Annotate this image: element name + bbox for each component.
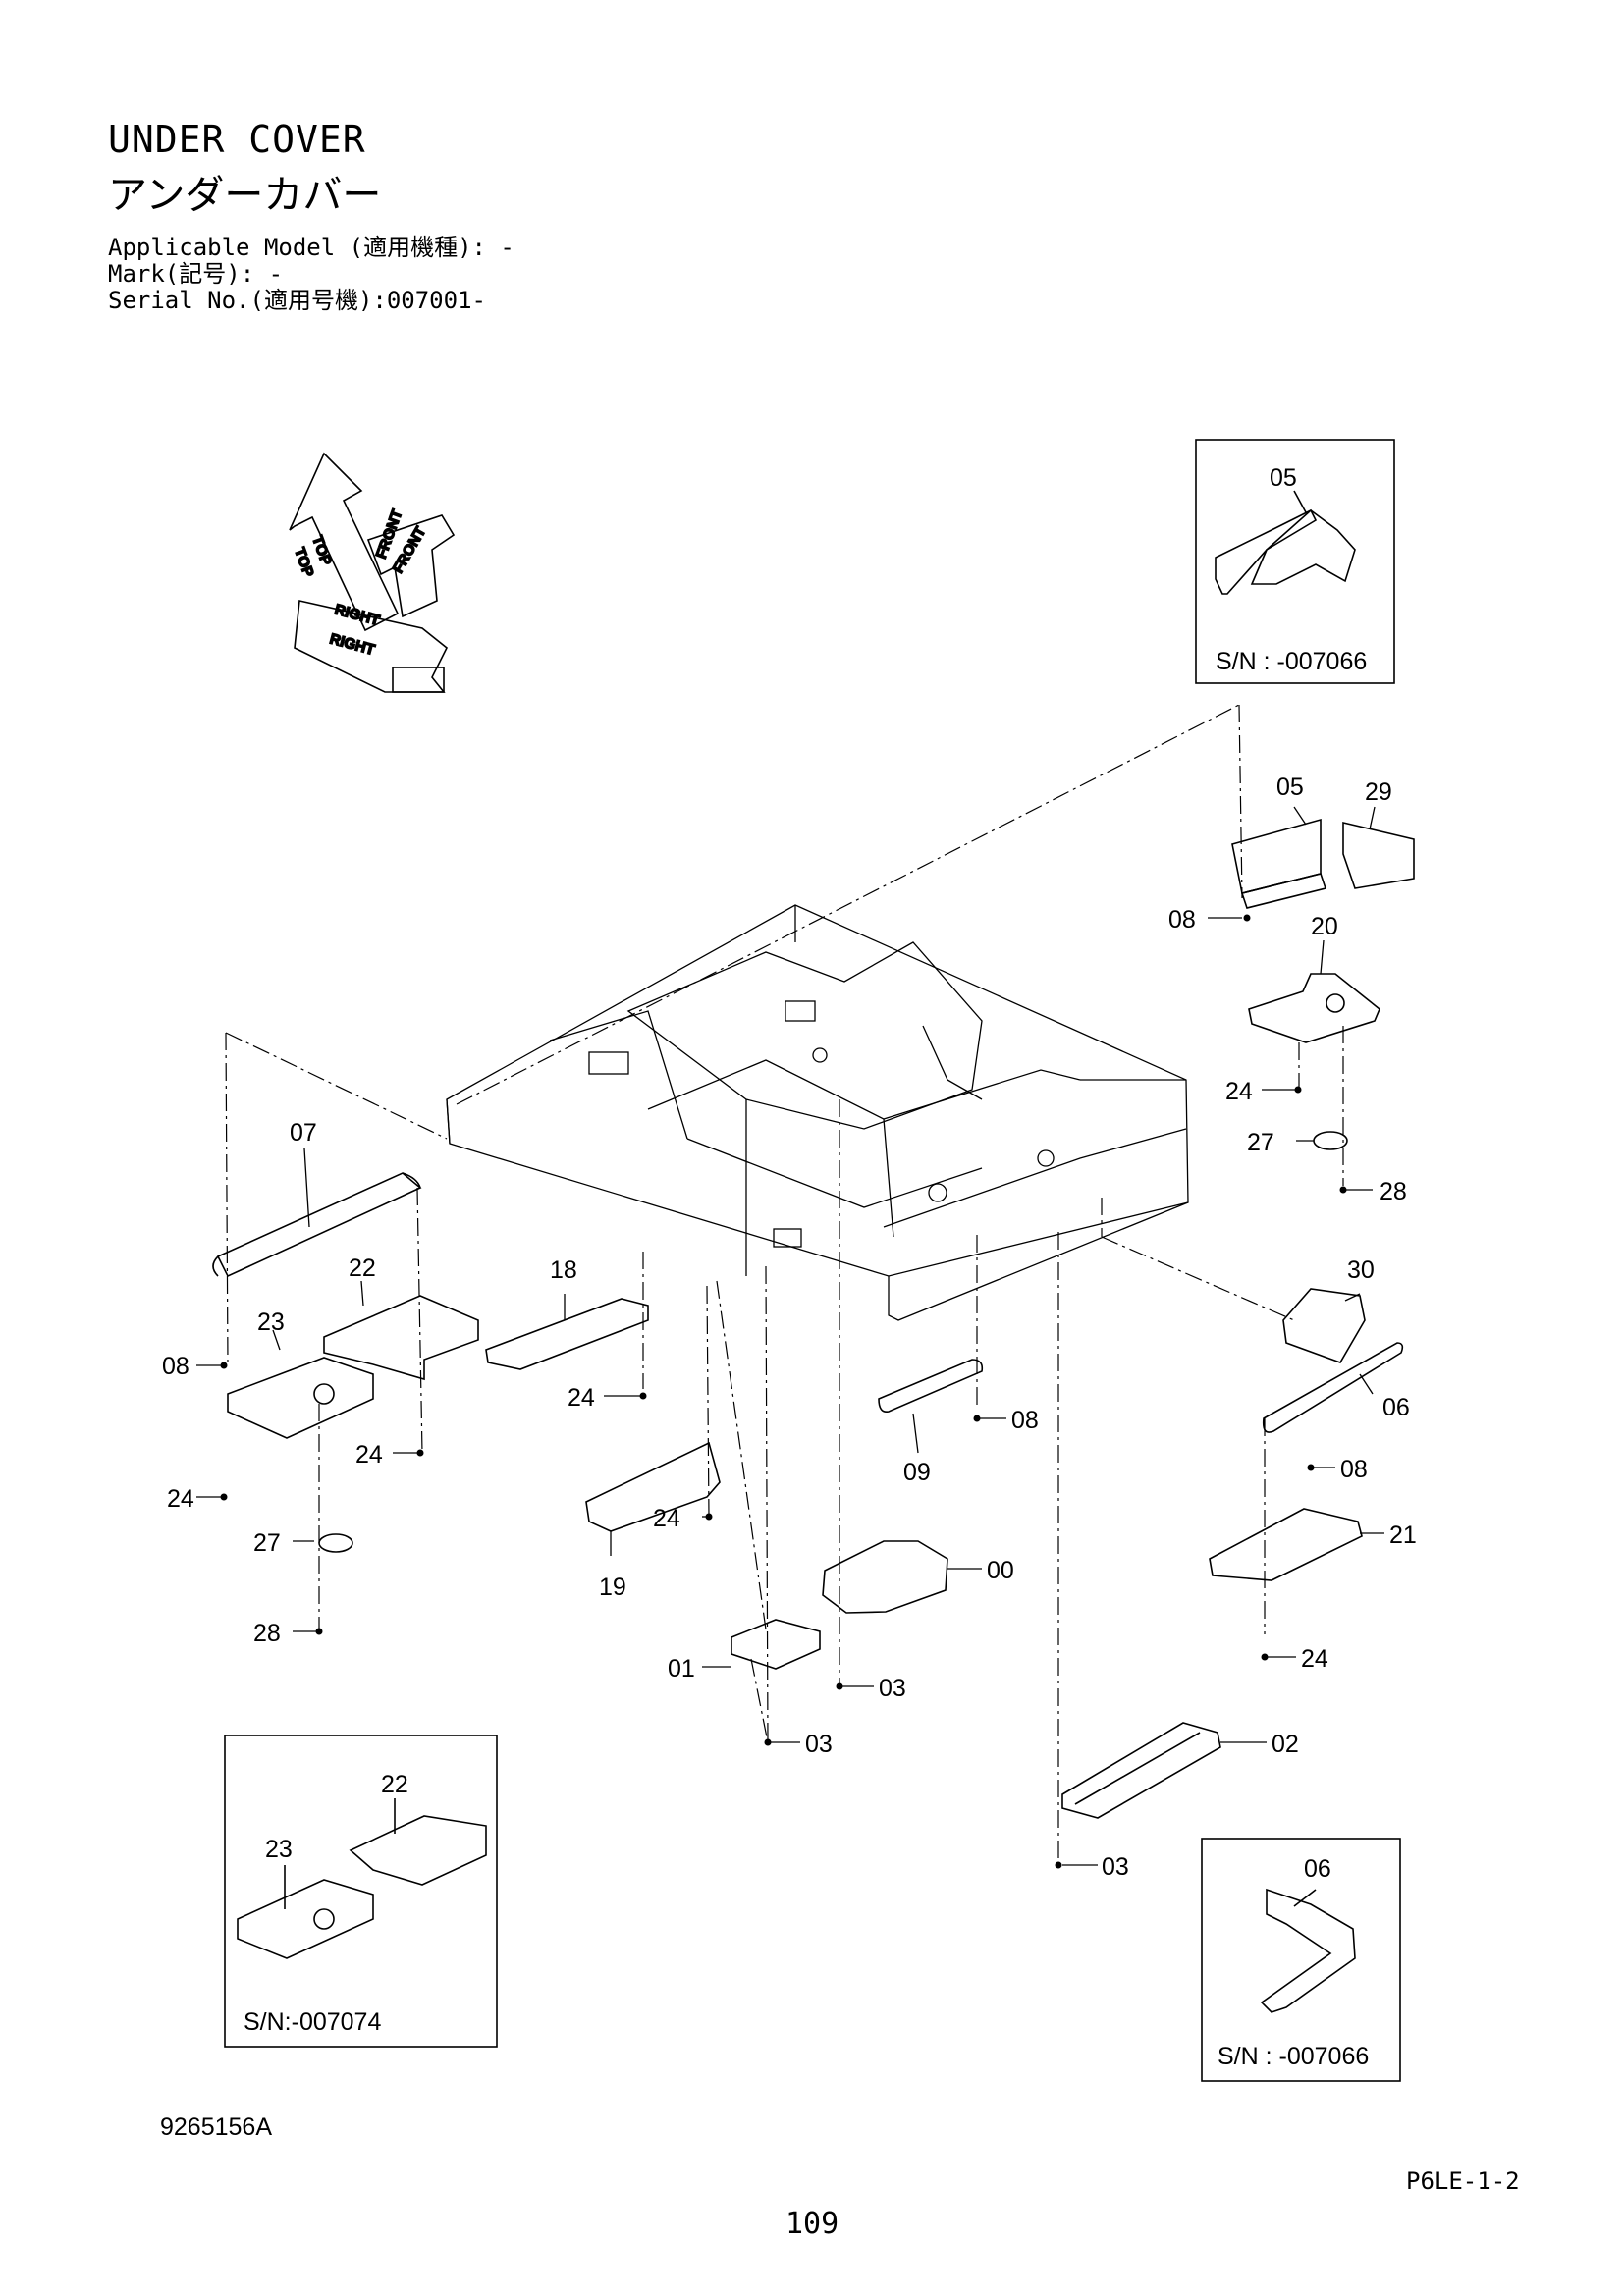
- page-title-jp: アンダーカバー: [108, 173, 382, 218]
- callout-20: 20: [1311, 913, 1338, 940]
- part-29-bracket: [1342, 821, 1415, 889]
- callout-27-left: 27: [253, 1529, 281, 1557]
- callout-30: 30: [1347, 1256, 1375, 1284]
- callout-19: 19: [599, 1574, 626, 1601]
- part-18-plate: [485, 1298, 649, 1370]
- callout-29: 29: [1365, 778, 1392, 806]
- reference-lines: [225, 704, 1344, 1860]
- callout-24-e: 24: [1301, 1645, 1328, 1673]
- callout-01: 01: [668, 1655, 695, 1682]
- applicable-model-line: Applicable Model (適用機種): -: [108, 234, 514, 261]
- callout-23: 23: [257, 1308, 285, 1336]
- orientation-label-right-2: RIGHT: [328, 630, 376, 659]
- part-05-bracket: [1231, 818, 1327, 909]
- part-09-channel: [878, 1359, 984, 1414]
- callout-28: 28: [1380, 1178, 1407, 1205]
- callout-22: 22: [349, 1255, 376, 1282]
- inset-bottom-right-part: 06: [1304, 1855, 1331, 1883]
- attachment-dots: [220, 914, 1347, 1869]
- callout-24-c: 24: [568, 1384, 595, 1412]
- callout-06: 06: [1382, 1394, 1410, 1421]
- callout-05: 05: [1276, 774, 1304, 801]
- callout-08: 08: [1168, 906, 1196, 934]
- leader-lines: [196, 806, 1384, 1866]
- mark-line: Mark(記号): -: [108, 260, 284, 288]
- inset-bottom-right-serial: S/N : -007066: [1218, 2043, 1369, 2070]
- inset-top-right-part: 05: [1270, 464, 1297, 492]
- drawing-number: 9265156A: [160, 2113, 273, 2141]
- serial-number-line: Serial No.(適用号機):007001-: [108, 287, 486, 314]
- callout-03-c: 03: [1102, 1853, 1129, 1881]
- part-20-plate: [1248, 973, 1380, 1043]
- part-01-plate: [731, 1619, 821, 1670]
- callout-18: 18: [550, 1256, 577, 1284]
- inset-box-bottom-right: 06 S/N : -007066: [1201, 1838, 1401, 2082]
- callout-03-b: 03: [805, 1731, 833, 1758]
- callout-24-d: 24: [653, 1505, 680, 1532]
- part-02-channel: [1061, 1722, 1221, 1819]
- part-21-plate: [1209, 1508, 1363, 1581]
- inset-box-top-right: 05 S/N : -007066: [1195, 439, 1395, 684]
- callout-09: 09: [903, 1459, 931, 1486]
- callout-00: 00: [987, 1557, 1014, 1584]
- callout-21: 21: [1389, 1522, 1417, 1549]
- callout-08-left: 08: [162, 1353, 189, 1380]
- part-22-23-plates: [227, 1295, 479, 1439]
- callout-24-a: 24: [355, 1441, 383, 1468]
- part-00-plate: [822, 1540, 948, 1614]
- callout-07: 07: [290, 1119, 317, 1147]
- page-title: UNDER COVER: [108, 118, 366, 161]
- callout-02: 02: [1272, 1731, 1299, 1758]
- orientation-label-right: RIGHT: [333, 601, 381, 629]
- callout-labels: 05 29 08 20 24 27 28 07 22 08 23 24 24 2…: [162, 774, 1417, 1881]
- part-07: [212, 1172, 422, 1278]
- callout-24: 24: [1225, 1078, 1253, 1105]
- part-06-channel: [1262, 1342, 1404, 1433]
- inset-bottom-left-part-23: 23: [265, 1836, 293, 1863]
- inset-bottom-left-part-22: 22: [381, 1771, 408, 1798]
- inset-bottom-left-serial: S/N:-007074: [244, 2008, 381, 2036]
- part-30-bracket: [1282, 1288, 1366, 1363]
- callout-03-a: 03: [879, 1675, 906, 1702]
- inset-box-bottom-left: 22 23 S/N:-007074: [224, 1735, 498, 2048]
- callout-28-left: 28: [253, 1620, 281, 1647]
- callout-08-b: 08: [1011, 1407, 1039, 1434]
- callout-08-c: 08: [1340, 1456, 1368, 1483]
- main-frame: [446, 904, 1189, 1321]
- inset-top-right-serial: S/N : -007066: [1216, 648, 1367, 675]
- callout-24-b: 24: [167, 1485, 194, 1513]
- callout-27: 27: [1247, 1129, 1274, 1156]
- orientation-indicator: TOP TOP FRONT FRONT RIGHT RIGHT: [289, 452, 456, 693]
- page-number: 109: [785, 2207, 839, 2241]
- part-19-plate: [585, 1441, 721, 1532]
- page-code: P6LE-1-2: [1406, 2167, 1520, 2195]
